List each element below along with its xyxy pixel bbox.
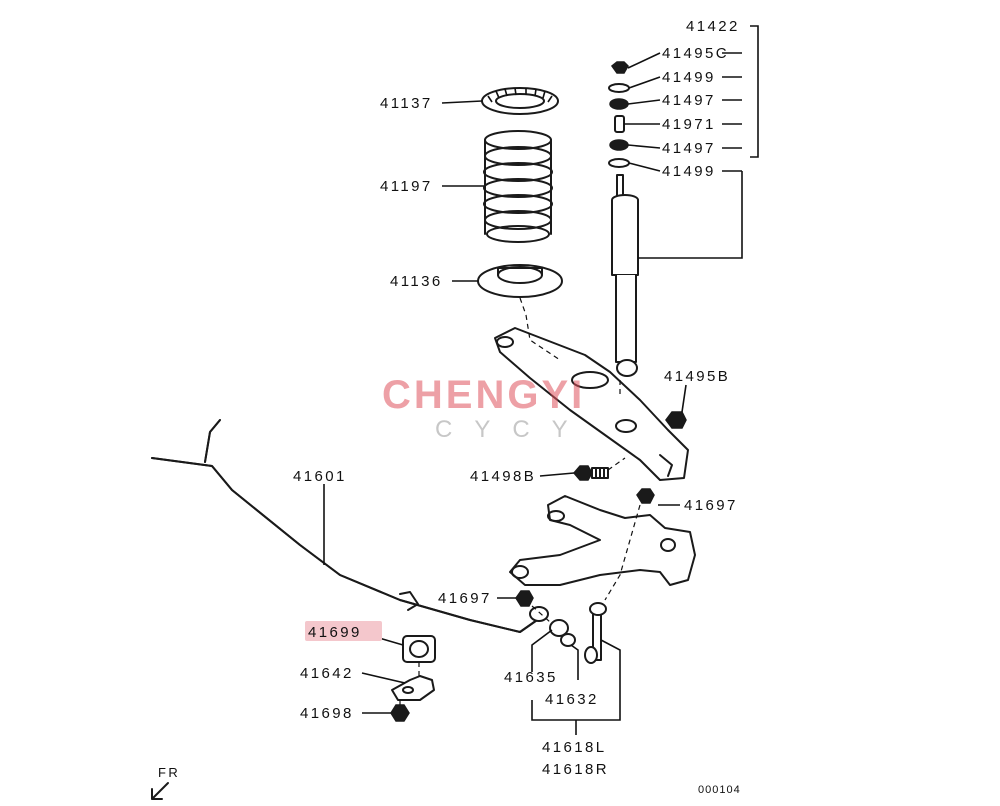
callout-41618r: 41618R: [542, 761, 609, 778]
callout-41601: 41601: [293, 468, 347, 485]
assembly-lines: [399, 297, 641, 708]
shock-mount-hardware: [608, 61, 630, 168]
collar-41971: [614, 115, 625, 133]
watermark-brand: CHENGYI: [382, 373, 585, 417]
callout-41497-lower: 41497: [662, 140, 716, 157]
shock-body-upper: [611, 200, 639, 276]
coil-spring-41197: [483, 130, 553, 243]
callout-41499-lower: 41499: [662, 163, 716, 180]
callout-41136: 41136: [390, 273, 443, 290]
bushing-41497-lower: [609, 139, 629, 151]
lower-arm: [494, 327, 689, 481]
callout-41498b: 41498B: [470, 468, 536, 485]
bushing-41635: [549, 619, 569, 637]
callout-41635: 41635: [504, 669, 558, 686]
bolt-41698: [390, 704, 410, 722]
callout-labels: 41422 41495C 41499 41497 41971 41497 414…: [293, 18, 740, 778]
callout-41697-lower: 41697: [438, 590, 492, 607]
callout-41642: 41642: [300, 665, 354, 682]
callout-41197: 41197: [380, 178, 433, 195]
washer-41499-upper: [608, 83, 630, 93]
nut-41697-lower: [515, 590, 534, 607]
callout-41499-upper: 41499: [662, 69, 716, 86]
callout-41495c: 41495C: [662, 45, 729, 62]
callout-41422: 41422: [686, 18, 740, 35]
bolt-41495b: [665, 411, 687, 429]
callout-41137: 41137: [380, 95, 433, 112]
shock-body-lower: [615, 275, 637, 363]
figure-code: 000104: [698, 784, 741, 796]
bracket-41642: [391, 675, 435, 701]
washer-41632: [560, 633, 576, 647]
leader-lines: [323, 25, 759, 735]
bushing-41699: [402, 635, 436, 663]
nut-41697-upper: [636, 488, 655, 504]
callout-highlight-41699: [305, 621, 382, 641]
front-direction-indicator: FR: [151, 765, 180, 800]
watermark-sub: CYCY: [435, 416, 590, 443]
washer-41499-lower: [608, 158, 630, 168]
knuckle-assembly: [509, 495, 696, 586]
callout-41632: 41632: [545, 691, 599, 708]
watermark: CHENGYI CYCY: [382, 373, 590, 443]
callout-41697-upper: 41697: [684, 497, 738, 514]
nut-41495c: [610, 61, 629, 74]
direction-label: FR: [158, 765, 180, 780]
spring-pad-41137: [481, 87, 559, 115]
stabilizer-bar-41601: [151, 419, 549, 633]
bushing-41497-upper: [609, 98, 629, 110]
link-kit: [549, 602, 607, 664]
shock-absorber: [611, 174, 639, 377]
spring-seat-41136: [477, 264, 563, 298]
callout-41497-upper: 41497: [662, 92, 716, 109]
front-arrow-icon: [151, 782, 169, 800]
callout-41495b: 41495B: [664, 368, 730, 385]
callout-41971: 41971: [662, 116, 716, 133]
callout-41698: 41698: [300, 705, 354, 722]
shock-rod: [616, 174, 624, 198]
callout-41699: 41699: [308, 624, 362, 641]
bolt-41498b: [573, 465, 609, 481]
callout-41618l: 41618L: [542, 739, 606, 756]
shock-eye: [616, 359, 638, 377]
